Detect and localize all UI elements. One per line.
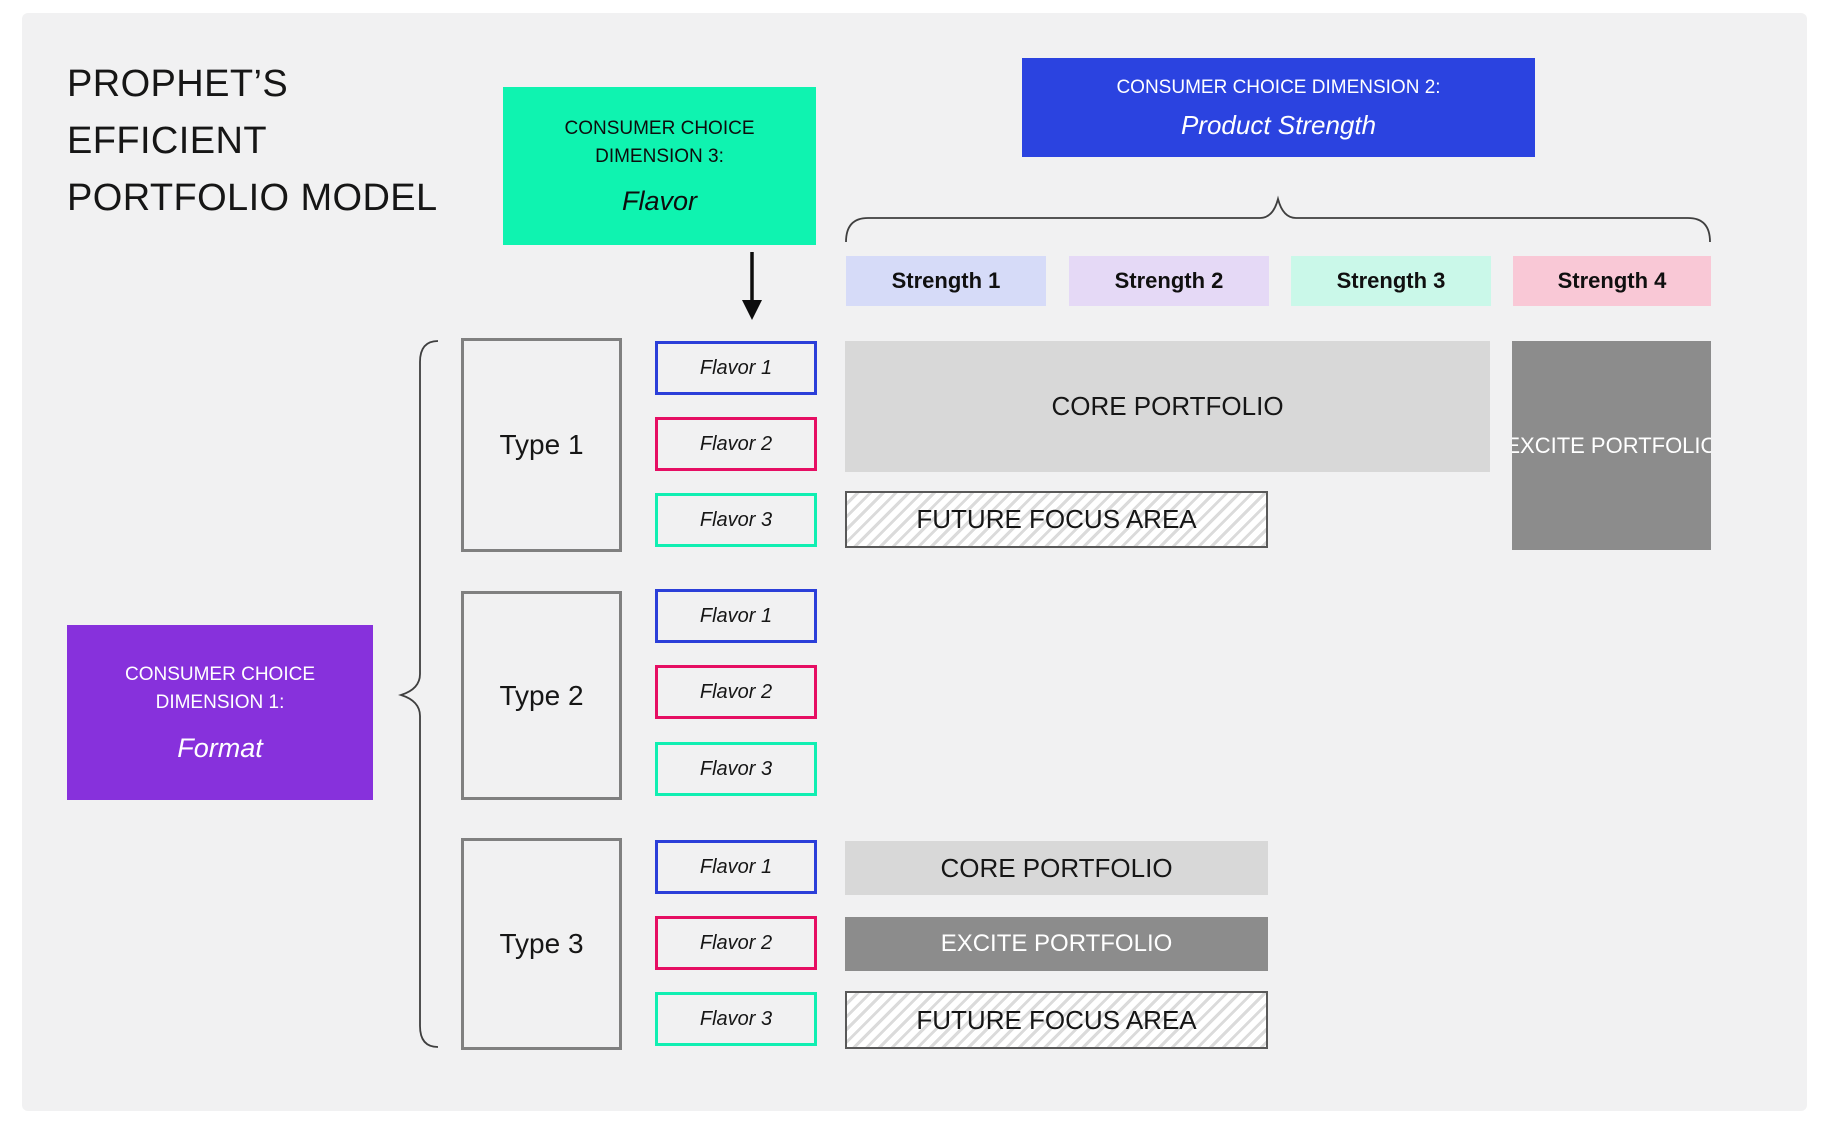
- dimension-2-heading: CONSUMER CHOICE DIMENSION 2:: [1116, 76, 1441, 98]
- type-1-future-focus-zone: FUTURE FOCUS AREA: [845, 491, 1268, 548]
- type-3-future-focus-zone: FUTURE FOCUS AREA: [845, 991, 1268, 1049]
- strength-4-header: Strength 4: [1513, 256, 1711, 306]
- type-2-flavor-3-box: Flavor 3: [655, 742, 817, 796]
- dimension-2-value: Product Strength: [1180, 110, 1377, 141]
- strength-3-header: Strength 3: [1291, 256, 1491, 306]
- type-1-excite-portfolio-zone: EXCITE PORTFOLIO: [1512, 341, 1711, 550]
- type-1-flavor-1-box: Flavor 1: [655, 341, 817, 395]
- type-3-box: Type 3: [461, 838, 622, 1050]
- type-1-flavor-3-box: Flavor 3: [655, 493, 817, 547]
- type-1-core-portfolio-zone: CORE PORTFOLIO: [845, 341, 1490, 472]
- type-3-flavor-1-box: Flavor 1: [655, 840, 817, 894]
- page-title-line: EFFICIENT: [67, 120, 267, 162]
- type-2-flavor-2-box: Flavor 2: [655, 665, 817, 719]
- type-2-box: Type 2: [461, 591, 622, 800]
- type-1-flavor-2-box: Flavor 2: [655, 417, 817, 471]
- type-3-excite-portfolio-zone: EXCITE PORTFOLIO: [845, 917, 1268, 971]
- dimension-3-box: CONSUMER CHOICE DIMENSION 3: Flavor: [503, 87, 816, 245]
- strength-2-header: Strength 2: [1069, 256, 1269, 306]
- type-3-flavor-3-box: Flavor 3: [655, 992, 817, 1046]
- type-1-box: Type 1: [461, 338, 622, 552]
- page-title-line: PORTFOLIO MODEL: [67, 177, 438, 219]
- strength-1-header: Strength 1: [846, 256, 1046, 306]
- page-title-line: PROPHET’S: [67, 63, 289, 105]
- page-title: PROPHET’S EFFICIENT PORTFOLIO MODEL: [67, 56, 507, 227]
- dimension-3-value: Flavor: [621, 186, 697, 217]
- dimension-1-value: Format: [177, 733, 263, 764]
- dimension-1-box: CONSUMER CHOICE DIMENSION 1: Format: [67, 625, 373, 800]
- dimension-3-heading: CONSUMER CHOICE DIMENSION 3:: [564, 117, 755, 167]
- type-3-core-portfolio-zone: CORE PORTFOLIO: [845, 841, 1268, 895]
- dimension-2-box: CONSUMER CHOICE DIMENSION 2: Product Str…: [1022, 58, 1535, 157]
- type-3-flavor-2-box: Flavor 2: [655, 916, 817, 970]
- type-2-flavor-1-box: Flavor 1: [655, 589, 817, 643]
- dimension-1-heading: CONSUMER CHOICE DIMENSION 1:: [124, 663, 315, 713]
